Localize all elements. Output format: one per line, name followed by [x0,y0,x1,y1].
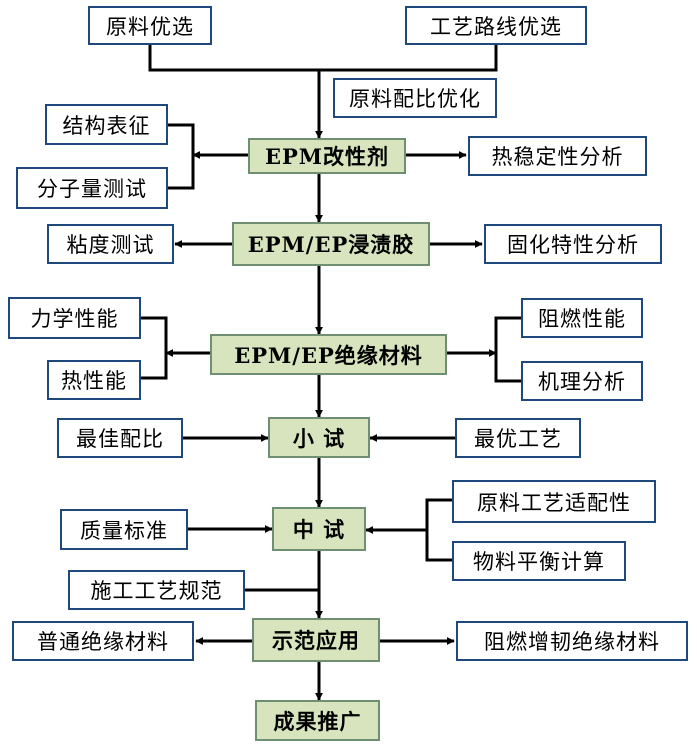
node-structure-char: 结构表征 [45,104,168,145]
edge-flame-bracket [494,316,521,383]
node-impreg-glue: EPM/EP浸渍胶 [232,222,430,266]
node-best-ratio: 最佳配比 [57,418,183,458]
edge-raw-fit-bracket [425,498,452,562]
node-flame-perf: 阻燃性能 [521,298,643,338]
node-common-insul: 普通绝缘材料 [12,621,194,661]
edge-raw-select [148,45,319,72]
node-thermal-perf: 热性能 [47,360,141,400]
node-quality-std: 质量标准 [60,509,188,550]
edge-route-select [319,45,498,72]
node-pilot-trial: 中 试 [272,507,366,551]
node-mw-test: 分子量测试 [16,167,168,209]
edge-mech-bracket [141,316,168,380]
node-mech-analysis: 机理分析 [521,361,643,401]
node-small-trial: 小 试 [268,417,370,458]
node-viscosity-test: 粘度测试 [47,224,174,264]
node-best-process: 最优工艺 [455,418,581,458]
node-mech-perf: 力学性能 [8,297,141,339]
node-material-balance: 物料平衡计算 [452,541,626,581]
node-route-select: 工艺路线优选 [405,6,587,45]
node-flame-tough: 阻燃增韧绝缘材料 [456,621,688,661]
edge-structure-bracket [168,123,195,190]
node-ratio-opt: 原料配比优化 [333,78,497,118]
node-insul-material: EPM/EP绝缘材料 [210,334,447,375]
node-construction-spec: 施工工艺规范 [68,570,245,610]
node-promotion: 成果推广 [255,700,380,741]
node-curing-analysis: 固化特性分析 [484,224,662,264]
node-thermal-stab: 热稳定性分析 [468,136,647,176]
node-demo-app: 示范应用 [252,618,380,662]
node-raw-process-fit: 原料工艺适配性 [452,480,656,523]
node-raw-select: 原料优选 [88,6,212,45]
node-epm-modifier: EPM改性剂 [248,138,406,174]
